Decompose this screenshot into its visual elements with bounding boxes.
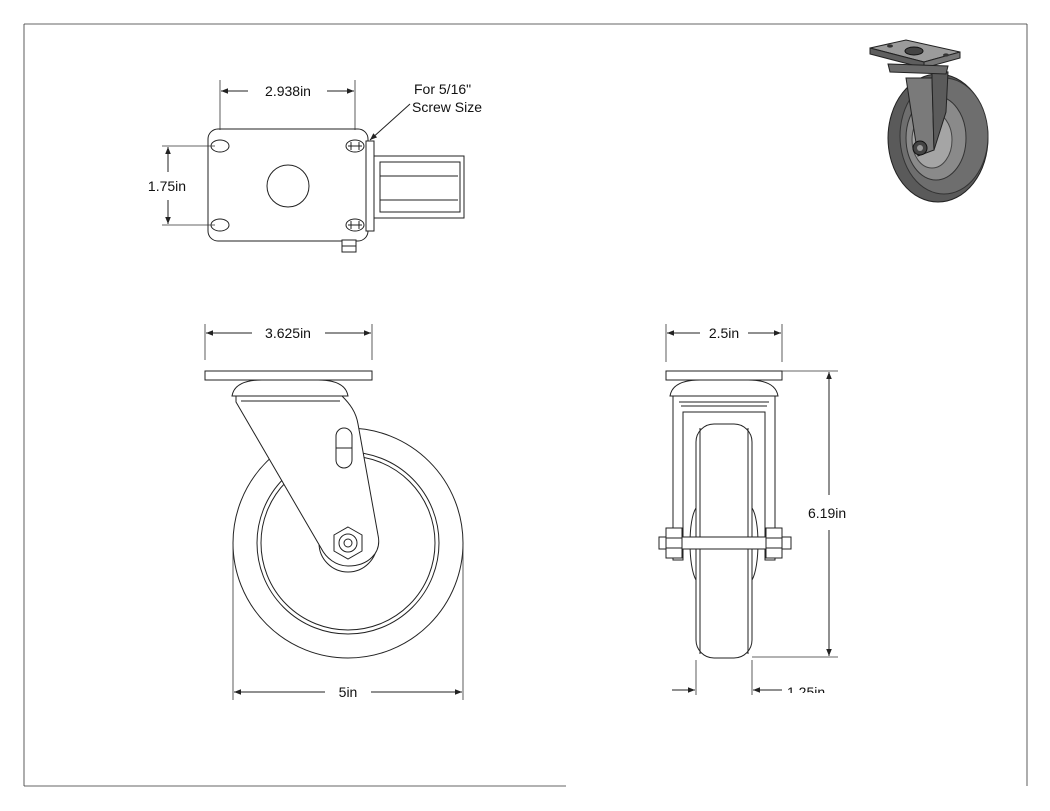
dim-wheel-diameter: 5in [232,545,464,700]
dim-wheel-width: 1.25in [672,660,825,700]
dim-label-front-plate-width: 2.5in [709,325,739,341]
screw-note-line1: For 5/16" [414,81,471,97]
dim-overall-height: 6.19in [752,370,846,658]
dim-front-plate-width: 2.5in [665,324,783,362]
screw-note-line2: Screw Size [412,99,482,115]
axle-nut [333,526,363,560]
dim-label-side-plate-width: 3.625in [265,325,311,341]
dim-top-height: 1.75in [148,145,215,226]
side-plate [204,370,373,381]
screw-note: For 5/16" Screw Size [369,81,482,141]
kingpin-hole [266,164,310,208]
dim-label-top-width: 2.938in [265,83,311,99]
top-view [207,128,465,253]
fork-yoke [672,395,776,561]
front-view [658,370,792,659]
isometric-view [869,39,989,203]
dim-label-top-height: 1.75in [148,178,186,194]
dim-label-overall-height: 6.19in [808,505,846,521]
side-view [204,370,464,659]
dim-label-wheel-diameter: 5in [339,684,358,700]
front-plate [665,370,783,381]
dim-side-plate-width: 3.625in [204,324,373,360]
dim-top-width: 2.938in [219,80,356,130]
drawing-border [23,23,1028,787]
dim-label-wheel-width: 1.25in [787,684,825,700]
